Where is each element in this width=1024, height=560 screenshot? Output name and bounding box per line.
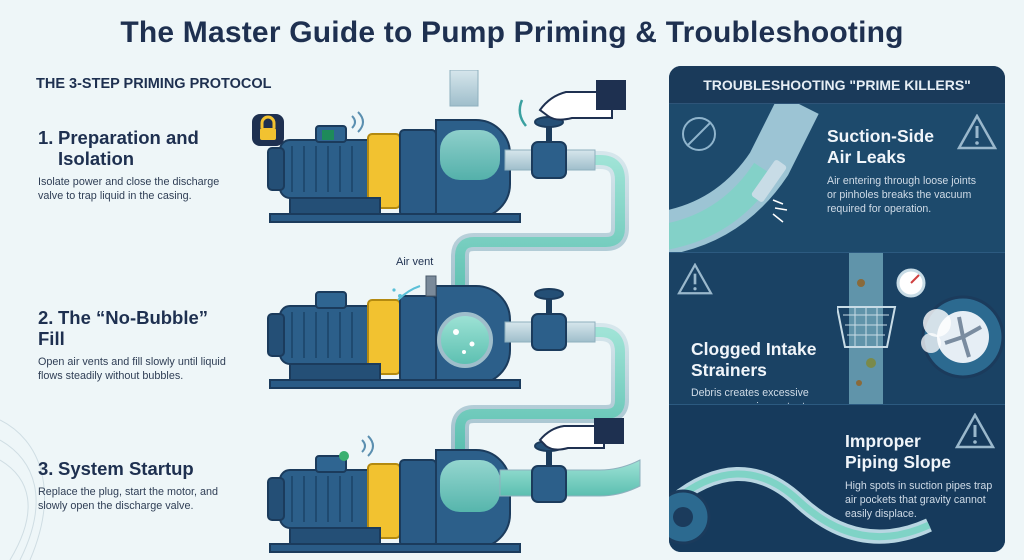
card-piping-slope: Improper Piping Slope High spots in suct… bbox=[669, 404, 1005, 552]
step-1-title-line2: Isolation bbox=[58, 148, 135, 169]
card-piping-slope-description: High spots in suction pipes trap air poc… bbox=[845, 480, 993, 520]
step-1-title-line1: Preparation and bbox=[58, 127, 199, 148]
step-2-description: Open air vents and fill slowly until liq… bbox=[38, 356, 226, 382]
card-piping-slope-title-line1: Improper bbox=[845, 431, 921, 451]
step-2: 2.The “No-Bubble” Fill Open air vents an… bbox=[38, 307, 238, 383]
troubleshooting-panel: TROUBLESHOOTING "PRIME KILLERS" Suction-… bbox=[669, 66, 1005, 552]
card-piping-slope-title: Improper Piping Slope bbox=[845, 431, 951, 473]
padlock-icon bbox=[252, 114, 284, 146]
step-1: 1.Preparation and Isolation Isolate powe… bbox=[38, 127, 238, 203]
card-air-leaks-description: Air entering through loose joints or pin… bbox=[827, 175, 976, 215]
decorative-swirl bbox=[0, 419, 45, 560]
warning-icon bbox=[677, 263, 713, 295]
card-clogged-strainers: Clogged Intake Strainers bbox=[669, 252, 1005, 404]
card-piping-slope-title-line2: Piping Slope bbox=[845, 452, 951, 472]
card-air-leaks-title: Suction-Side Air Leaks bbox=[827, 126, 934, 168]
pressure-gauge-icon bbox=[896, 268, 926, 298]
card-air-leaks: Suction-Side Air Leaks Air entering thro… bbox=[669, 104, 1005, 252]
card-clogged-strainers-title-line1: Clogged Intake bbox=[691, 339, 817, 359]
step-2-title: 2.The “No-Bubble” Fill bbox=[38, 307, 238, 349]
step-1-description: Isolate power and close the discharge va… bbox=[38, 176, 220, 202]
no-air-icon bbox=[682, 117, 716, 151]
card-air-leaks-title-line2: Air Leaks bbox=[827, 147, 906, 167]
step-2-title-line1: The “No-Bubble” Fill bbox=[38, 307, 209, 349]
step-3-title-line1: System Startup bbox=[58, 458, 194, 479]
step-3-number: 3. bbox=[38, 458, 54, 479]
page-title: The Master Guide to Pump Priming & Troub… bbox=[120, 16, 904, 49]
step-3-title: 3.System Startup bbox=[38, 458, 238, 479]
power-indicator-icon bbox=[322, 130, 334, 140]
card-air-leaks-title-line1: Suction-Side bbox=[827, 126, 934, 146]
protocol-heading: THE 3-STEP PRIMING PROTOCOL bbox=[36, 76, 272, 92]
warning-icon bbox=[957, 114, 997, 150]
card-clogged-strainers-title: Clogged Intake Strainers bbox=[691, 339, 816, 381]
troubleshooting-heading: TROUBLESHOOTING "PRIME KILLERS" bbox=[669, 66, 1005, 104]
step-1-number: 1. bbox=[38, 127, 54, 148]
clogged-strainer-illustration bbox=[837, 253, 1005, 404]
step-3: 3.System Startup Replace the plug, start… bbox=[38, 458, 238, 513]
step-2-number: 2. bbox=[38, 307, 54, 328]
piping-slope-illustration bbox=[669, 467, 932, 545]
card-clogged-strainers-title-line2: Strainers bbox=[691, 360, 767, 380]
air-vent-label: Air vent bbox=[396, 256, 434, 268]
warning-icon bbox=[955, 413, 995, 449]
leaking-pipe-illustration bbox=[669, 104, 819, 252]
hand-icon bbox=[538, 80, 626, 121]
pump-diagram bbox=[252, 70, 641, 553]
step-1-title: 1.Preparation and Isolation bbox=[38, 127, 238, 169]
step-3-description: Replace the plug, start the motor, and s… bbox=[38, 486, 219, 512]
